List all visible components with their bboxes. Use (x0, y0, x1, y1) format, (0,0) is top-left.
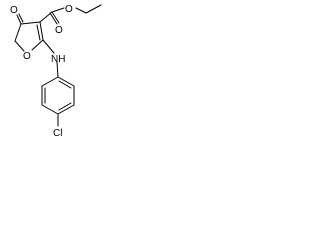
bond-ch2-ch3 (85, 4, 102, 14)
bond-c4-c3 (20, 21, 41, 25)
atom-ester-carbonyl-oxygen: O (55, 25, 63, 36)
chlorophenyl-ring (41, 76, 75, 115)
bond-c2-nh (42, 39, 55, 54)
atom-chlorine: Cl (53, 128, 62, 139)
bond-ar-6-1 (41, 76, 59, 87)
atom-ketone-oxygen: O (10, 5, 18, 16)
bond-ester-carbonyl (51, 11, 60, 24)
bond-c4-ketone-double (18, 13, 24, 23)
bond-ar-inner-2 (58, 102, 72, 111)
bond-ar-3-4 (57, 104, 75, 115)
atom-ring-oxygen: O (23, 51, 31, 62)
bond-ether-ch2 (75, 7, 87, 14)
furanone-ring (14, 21, 44, 52)
bond-o1-c5 (14, 40, 25, 52)
bond-ar-inner-1 (58, 80, 72, 89)
bond-nh-ring (56, 61, 59, 78)
structure-diagram: O O O O NH Cl (10, 4, 102, 139)
atom-amine: NH (51, 54, 65, 65)
bond-c3-c2 (39, 21, 44, 41)
bond-ester-carbonyl-double (49, 12, 58, 25)
bond-ester-ether (51, 7, 65, 13)
bond-ar-1-2 (57, 76, 75, 87)
bond-ar-4-5 (41, 104, 59, 115)
bond-c4-ketone (16, 14, 22, 25)
bond-c5-c4 (14, 23, 22, 42)
ester-group (39, 4, 102, 25)
bond-c2-o1 (31, 39, 44, 51)
bond-c3-c2-double (36, 24, 41, 41)
atom-ester-ether-oxygen: O (65, 4, 73, 15)
